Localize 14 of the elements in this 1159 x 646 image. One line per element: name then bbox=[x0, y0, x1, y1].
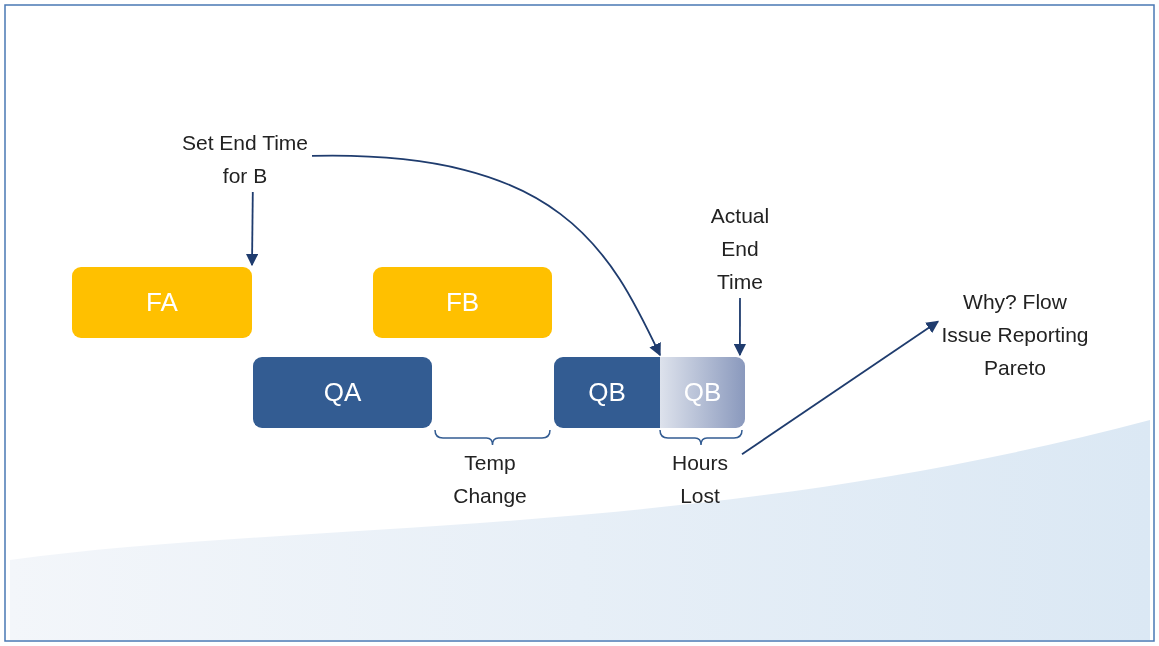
task-bar: FA bbox=[72, 267, 252, 338]
annotation-text: Actual End Time bbox=[700, 200, 780, 296]
annotation-text: Set End Time for B bbox=[180, 128, 310, 190]
arrow bbox=[245, 191, 259, 267]
arrow bbox=[311, 155, 661, 357]
task-bar: QA bbox=[253, 357, 432, 428]
task-bar: QB bbox=[554, 357, 660, 428]
annotation-text: Why? Flow Issue Reporting Pareto bbox=[940, 256, 1090, 412]
arrow bbox=[741, 320, 940, 456]
bracket-label: Hours Lost bbox=[660, 448, 740, 510]
arrow bbox=[733, 297, 747, 357]
bracket-label: Temp Change bbox=[452, 450, 528, 509]
task-bar: FB bbox=[373, 267, 552, 338]
overrun-bar: QB bbox=[660, 357, 745, 428]
